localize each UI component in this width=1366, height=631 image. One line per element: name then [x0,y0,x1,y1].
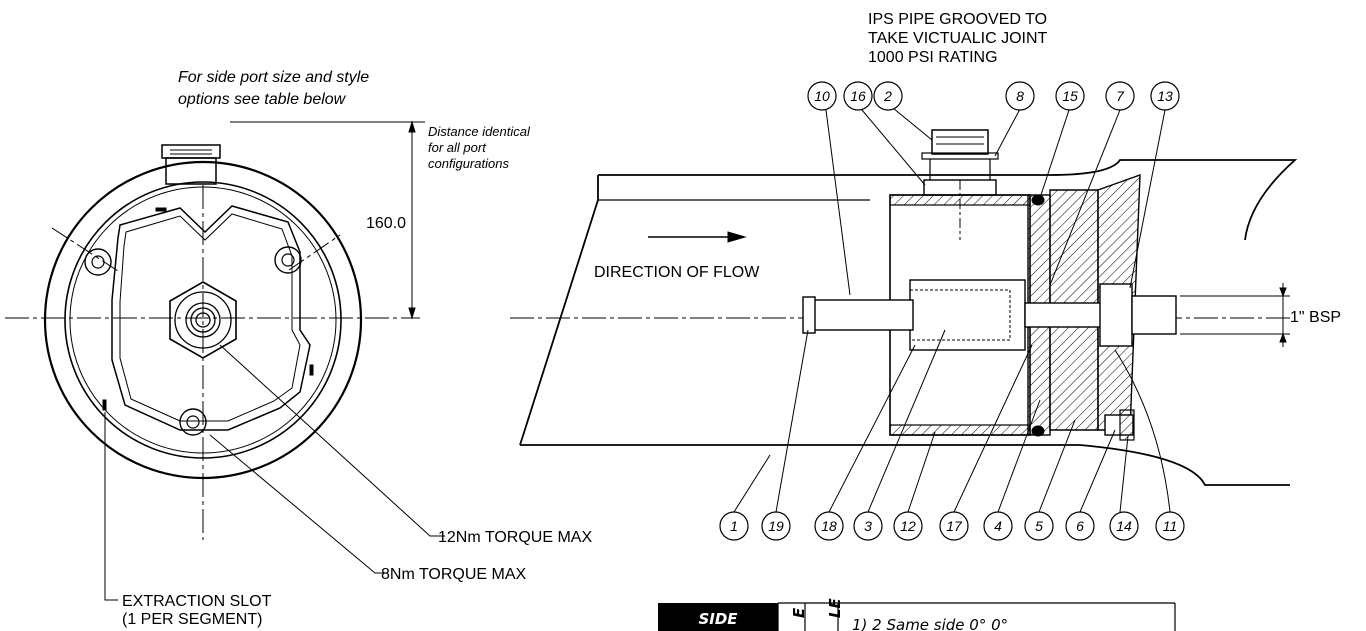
end-view [5,120,445,601]
bsp-label: 1" BSP [1290,309,1341,326]
balloon-6: 6 [1076,518,1084,534]
balloon-12: 12 [900,518,916,534]
pipe-note-line1: IPS PIPE GROOVED TO [868,11,1047,28]
balloon-5: 5 [1035,518,1043,534]
balloon-19: 19 [768,518,784,534]
port-note-line1: For side port size and style [178,69,369,86]
pipe-note-line2: TAKE VICTUALIC JOINT [868,30,1048,47]
port-options-table: SIDE E LE 1) 2 Same side 0° 0° [658,597,1176,631]
flow-direction-label: DIRECTION OF FLOW [594,264,760,281]
balloon-18: 18 [821,518,837,534]
balloon-16: 16 [850,88,866,104]
balloon-15: 15 [1062,88,1078,104]
balloon-13: 13 [1157,88,1173,104]
balloon-2: 2 [883,88,892,104]
extraction-slot-line1: EXTRACTION SLOT [122,593,272,610]
balloon-4: 4 [994,518,1002,534]
table-vertical-e: E [790,607,808,618]
table-vertical-le: LE [826,597,844,618]
balloon-10: 10 [814,88,830,104]
balloon-3: 3 [864,518,872,534]
pipe-note-line3: 1000 PSI RATING [868,49,998,66]
balloon-7: 7 [1116,88,1125,104]
top-balloons: 10 16 2 8 15 7 13 [807,81,1180,111]
section-view [510,107,1298,513]
balloon-8: 8 [1016,88,1024,104]
distance-note-line2: for all port [428,140,487,155]
balloon-14: 14 [1116,518,1132,534]
bottom-balloons: 1 19 18 3 12 17 4 5 6 14 11 [719,511,1185,541]
port-note-line2: options see table below [178,91,347,108]
distance-note-line3: configurations [428,156,509,171]
table-row-1: 1) 2 Same side 0° 0° [852,616,1008,631]
distance-note-line1: Distance identical [428,124,531,139]
torque-12nm-label: 12Nm TORQUE MAX [438,529,592,546]
extraction-slot-line2: (1 PER SEGMENT) [122,611,262,628]
dimension-160: 160.0 [366,215,406,232]
torque-8nm-label: 8Nm TORQUE MAX [381,566,527,583]
balloon-11: 11 [1163,518,1178,534]
balloon-17: 17 [946,518,963,534]
balloon-1: 1 [730,518,738,534]
table-header-side: SIDE [698,610,738,628]
